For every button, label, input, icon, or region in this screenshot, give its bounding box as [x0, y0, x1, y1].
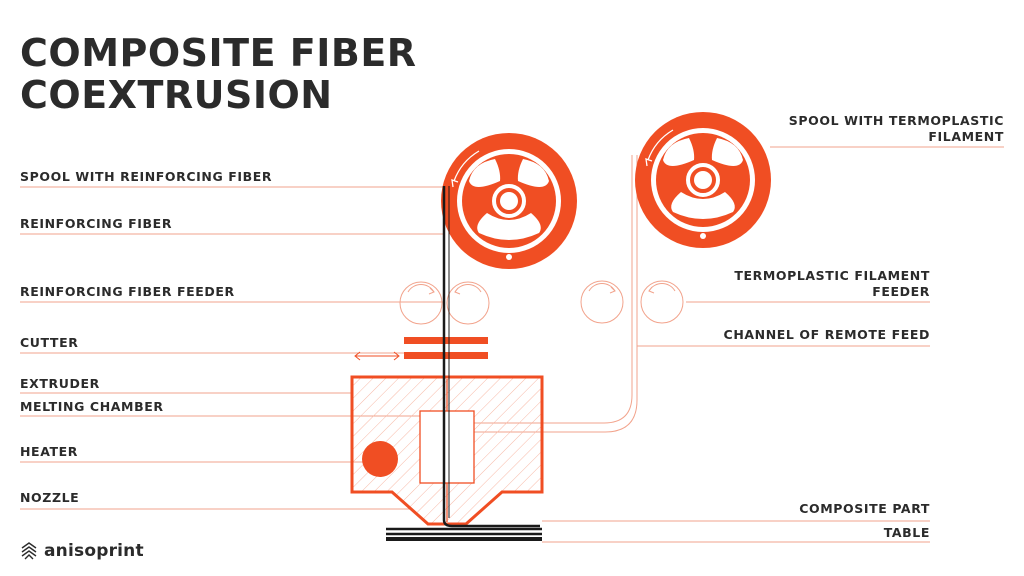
reinforcing-fiber — [442, 186, 540, 528]
title-line-1: COMPOSITE FIBER — [20, 31, 417, 75]
label-spool-fiber: SPOOL WITH REINFORCING FIBER — [20, 169, 273, 184]
label-melting-chamber: MELTING CHAMBER — [20, 399, 164, 414]
fiber-spool-icon — [439, 131, 579, 271]
label-spool-thermoplastic-line-1: SPOOL WITH TERMOPLASTIC — [788, 113, 1004, 128]
cutter-blade-top — [404, 337, 488, 344]
label-heater: HEATER — [20, 444, 78, 459]
label-composite-part: COMPOSITE PART — [799, 501, 930, 516]
cutter-blade-bottom — [404, 352, 488, 359]
label-filament-feeder-line-1: TERMOPLASTIC FILAMENT — [734, 268, 930, 283]
page-title: COMPOSITE FIBER COEXTRUSION — [20, 32, 417, 116]
melting-chamber — [419, 410, 475, 484]
title-line-2: COEXTRUSION — [20, 73, 333, 117]
label-reinforcing-fiber: REINFORCING FIBER — [20, 216, 173, 231]
anisoprint-logo-icon — [21, 542, 37, 560]
label-nozzle: NOZZLE — [20, 490, 80, 505]
brand-logo: anisoprint — [20, 541, 144, 561]
label-fiber-feeder: REINFORCING FIBER FEEDER — [20, 284, 235, 299]
label-filament-feeder-line-2: FEEDER — [872, 284, 930, 299]
left-leader-lines — [20, 186, 444, 510]
right-leader-lines — [542, 146, 1004, 543]
fiber-feeder-rollers — [399, 281, 490, 325]
cutter-arrow-icon — [354, 351, 400, 361]
label-extruder: EXTRUDER — [20, 376, 100, 391]
label-cutter: CUTTER — [20, 335, 79, 350]
composite-part — [386, 527, 542, 536]
heater — [362, 441, 398, 477]
filament-feeder-rollers — [580, 280, 684, 324]
label-spool-thermoplastic: SPOOL WITH TERMOPLASTIC FILAMENT — [789, 113, 1004, 145]
logo-text: anisoprint — [44, 541, 144, 561]
print-table — [386, 537, 542, 541]
label-table: TABLE — [883, 525, 930, 540]
label-spool-thermoplastic-line-2: FILAMENT — [928, 129, 1004, 144]
remote-feed-channel — [474, 155, 638, 433]
thermoplastic-spool-icon — [633, 110, 773, 250]
label-remote-feed: CHANNEL OF REMOTE FEED — [723, 327, 930, 342]
label-filament-feeder: TERMOPLASTIC FILAMENT FEEDER — [734, 268, 930, 300]
